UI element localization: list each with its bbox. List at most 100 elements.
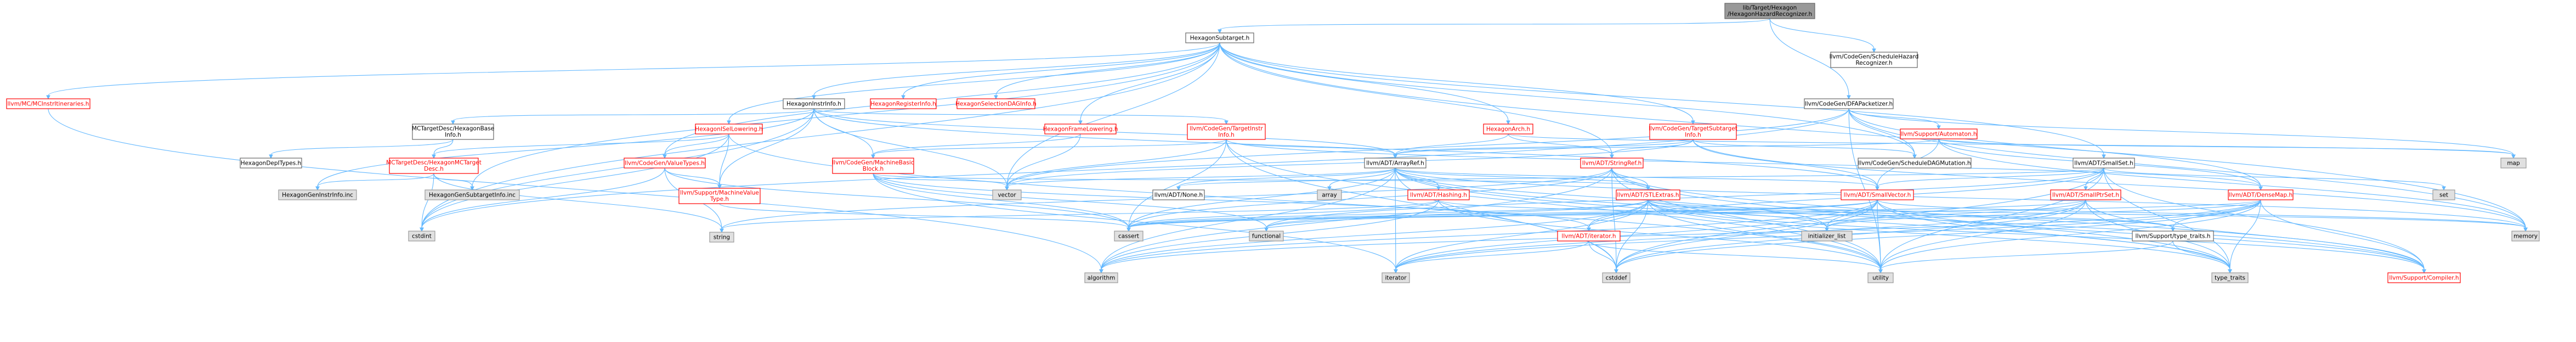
edge-line bbox=[719, 203, 1129, 228]
edge-arrowhead bbox=[1224, 120, 1228, 125]
node-dfapack[interactable]: llvm/CodeGen/DFAPacketizer.h bbox=[1804, 98, 1894, 109]
node-gensub: HexagonGenSubtargetInfo.inc bbox=[424, 189, 520, 200]
node-label-line: llvm/ADT/DenseMap.h bbox=[2229, 192, 2292, 198]
edge-line bbox=[2103, 167, 2230, 270]
edge-root-to-schedhazard bbox=[1769, 18, 1876, 53]
edge-subtarget-to-smallset bbox=[1219, 42, 2106, 159]
edge-supautom-to-memory bbox=[1938, 138, 2528, 232]
edge-line bbox=[1219, 42, 1612, 155]
node-label-line: HexagonGenSubtargetInfo.inc bbox=[429, 192, 516, 198]
node-label-line: functional bbox=[1252, 233, 1281, 239]
node-label-line: HexagonFrameLowering.h bbox=[1043, 126, 1118, 132]
node-box bbox=[1830, 52, 1918, 68]
node-none[interactable]: llvm/ADT/None.h bbox=[1152, 189, 1205, 200]
node-label-line: HexagonDepITypes.h bbox=[241, 160, 301, 166]
edge-line bbox=[719, 108, 814, 186]
node-box bbox=[6, 98, 90, 109]
node-subtarget[interactable]: HexagonSubtarget.h bbox=[1185, 32, 1254, 43]
edge-line bbox=[1006, 108, 1849, 187]
edge-line bbox=[1692, 139, 2526, 228]
edge-instrinfo-to-geninstr bbox=[315, 108, 814, 191]
edge-line bbox=[1395, 199, 1649, 270]
edge-line bbox=[1877, 199, 2230, 270]
node-cassert: cassert bbox=[1114, 231, 1143, 242]
edge-iterator_h-to-utility bbox=[1588, 240, 1883, 274]
node-arrayref[interactable]: llvm/ADT/ArrayRef.h bbox=[1364, 158, 1426, 169]
node-geninstr: HexagonGenInstrInfo.inc bbox=[278, 189, 357, 200]
node-instrinfo[interactable]: HexagonInstrInfo.h bbox=[783, 98, 845, 109]
edge-line bbox=[1226, 139, 1396, 155]
edge-line bbox=[1880, 199, 2261, 270]
edge-line bbox=[1101, 167, 1612, 270]
node-box bbox=[870, 98, 937, 109]
node-label-line: Info.h bbox=[1685, 132, 1701, 138]
edge-line bbox=[1101, 199, 1878, 270]
edge-line bbox=[1826, 199, 2086, 228]
edge-line bbox=[1226, 139, 2261, 187]
edge-arrowhead bbox=[1126, 227, 1131, 232]
node-label-line: HexagonSubtarget.h bbox=[1190, 35, 1249, 41]
edge-line bbox=[1395, 138, 1939, 155]
node-label-line: utility bbox=[1872, 274, 1889, 281]
edge-line bbox=[1877, 199, 1881, 270]
edge-line bbox=[421, 108, 1849, 228]
edge-line bbox=[873, 173, 1007, 187]
edge-arrowhead bbox=[2084, 186, 2088, 191]
edge-isellow-to-cstdint bbox=[420, 133, 729, 232]
edge-valtypes-to-cstdint bbox=[420, 167, 665, 232]
node-typetraits_h[interactable]: llvm/Support/type_traits.h bbox=[2132, 231, 2214, 242]
node-label-line: string bbox=[714, 234, 730, 240]
edge-line bbox=[1826, 199, 1878, 228]
edge-line bbox=[1080, 42, 1220, 121]
edge-root-to-subtarget bbox=[1218, 18, 1770, 34]
edge-line bbox=[1006, 139, 1227, 187]
node-label-line: Type.h bbox=[710, 196, 729, 203]
edge-supautom-to-map bbox=[1938, 138, 2516, 159]
node-stringref: llvm/ADT/StringRef.h bbox=[1580, 158, 1644, 169]
edge-line bbox=[270, 139, 454, 155]
node-label-line: HexagonGenInstrInfo.inc bbox=[282, 192, 353, 198]
edge-line bbox=[1826, 199, 2261, 228]
edge-line bbox=[2229, 199, 2261, 270]
edge-line bbox=[719, 133, 729, 186]
node-seldag: HexagonSelectionDAGInfo.h bbox=[955, 98, 1037, 109]
edge-densemap-to-compiler bbox=[2260, 199, 2426, 274]
node-label-line: llvm/CodeGen/ScheduleDAGMutation.h bbox=[1858, 160, 1971, 166]
edge-line bbox=[1880, 167, 2104, 270]
node-deptypes[interactable]: HexagonDepITypes.h bbox=[240, 158, 302, 169]
edge-line bbox=[1611, 167, 2425, 270]
node-root[interactable]: lib/Target/Hexagon/HexagonHazardRecogniz… bbox=[1724, 3, 1815, 19]
edge-arrowhead bbox=[1394, 269, 1398, 274]
node-smallset[interactable]: llvm/ADT/SmallSet.h bbox=[2073, 158, 2135, 169]
edge-line bbox=[1647, 199, 2526, 228]
edge-arrayref-to-iterator bbox=[1394, 167, 1398, 274]
edge-line bbox=[1395, 167, 1649, 187]
edge-line bbox=[48, 108, 1102, 270]
node-box bbox=[408, 231, 435, 242]
edge-line bbox=[1877, 199, 2526, 228]
node-schedmut[interactable]: llvm/CodeGen/ScheduleDAGMutation.h bbox=[1858, 158, 1972, 169]
node-box bbox=[1900, 128, 1978, 139]
edge-line bbox=[1848, 108, 1915, 155]
node-label-line: Block.h bbox=[863, 166, 884, 172]
node-label-line: llvm/CodeGen/DFAPacketizer.h bbox=[1805, 100, 1893, 107]
edge-arrowhead bbox=[451, 120, 455, 125]
edge-tgtinstr-to-mbb bbox=[871, 139, 1227, 159]
edge-line bbox=[421, 133, 729, 228]
edge-smallvec-to-memory bbox=[1877, 199, 2528, 232]
edge-instrinfo-to-mctdbase bbox=[451, 108, 814, 125]
node-label-line: cstddef bbox=[1606, 274, 1627, 281]
edge-smallset-to-set bbox=[2103, 167, 2446, 191]
edge-line bbox=[873, 139, 1227, 155]
node-box bbox=[1858, 158, 1972, 169]
node-label-line: HexagonRegisterInfo.h bbox=[870, 100, 936, 107]
edge-line bbox=[1329, 167, 1396, 187]
edge-smallset-to-none bbox=[1176, 167, 2104, 191]
edge-subtarget-to-arch bbox=[1219, 42, 1510, 125]
node-label-line: llvm/Support/MachineValue bbox=[680, 190, 759, 197]
node-box bbox=[2132, 231, 2214, 242]
node-label-line: algorithm bbox=[1088, 274, 1116, 281]
edge-arrowhead bbox=[1610, 154, 1614, 159]
